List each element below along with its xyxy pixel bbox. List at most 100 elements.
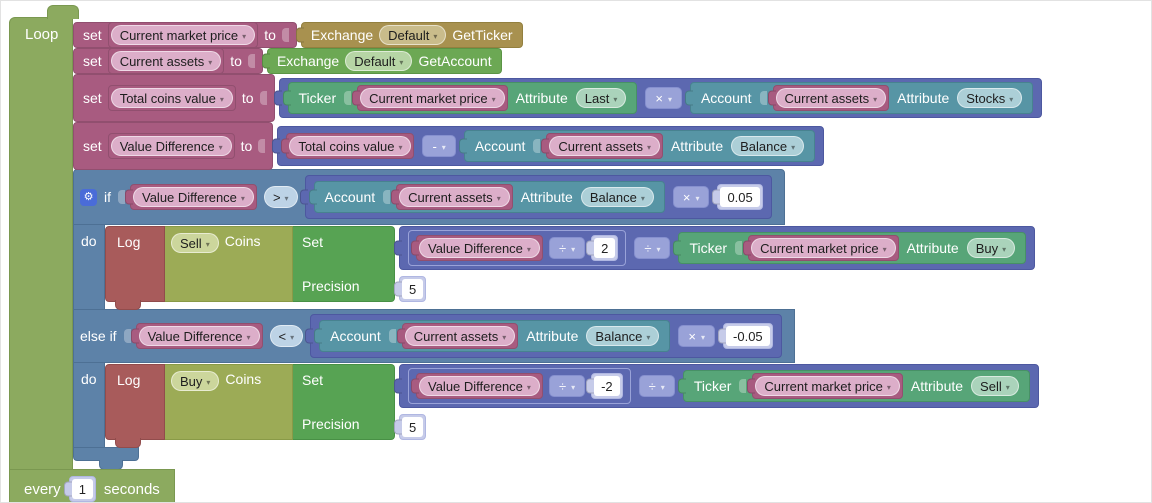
log-block[interactable]: Log — [105, 364, 165, 448]
attribute-dropdown[interactable]: Balance ▾ — [731, 136, 805, 156]
math-multiply-block[interactable]: Ticker Current market price ▾ Attribute — [278, 78, 1043, 118]
variable-block-assets[interactable]: Current assets ▾ — [401, 323, 519, 349]
math-subtract-block[interactable]: Total coins value ▾ - ▾ Account — [277, 126, 825, 166]
log-set-precision-block[interactable]: Set Precision — [293, 364, 395, 440]
variable-block-market-price[interactable]: Current market price ▾ — [748, 235, 899, 261]
math-multiply-block[interactable]: Account Current assets ▾ Attribute — [304, 175, 772, 219]
ticker-block[interactable]: Ticker Current market price ▾ — [678, 232, 1027, 264]
variable-dropdown[interactable]: Current assets ▾ — [399, 187, 510, 207]
attribute-dropdown[interactable]: Buy ▾ — [966, 238, 1016, 258]
number-value[interactable]: 0.05 — [720, 187, 760, 207]
exchange-dropdown[interactable]: Default ▾ — [345, 51, 413, 71]
operator-dropdown[interactable]: ÷ ▾ — [634, 237, 671, 259]
variable-block-total-value[interactable]: Total coins value ▾ — [107, 85, 236, 111]
nested-divide-block[interactable]: Value Difference ▾ ÷ ▾ — [408, 368, 631, 404]
loop-spine[interactable]: Loop — [9, 17, 73, 470]
math-divide-block[interactable]: Value Difference ▾ ÷ ▾ — [399, 364, 1039, 408]
number-field[interactable]: 2 — [591, 235, 619, 261]
log-statement[interactable]: Log Sell ▾ Coins S — [105, 224, 1036, 310]
attribute-dropdown[interactable]: Sell ▾ — [971, 376, 1019, 396]
operator-dropdown[interactable]: × ▾ — [672, 186, 710, 208]
math-divide-block[interactable]: Value Difference ▾ ÷ ▾ — [399, 226, 1036, 270]
variable-dropdown[interactable]: Current market price ▾ — [110, 25, 256, 45]
variable-dropdown[interactable]: Value Difference ▾ — [110, 136, 232, 156]
account-block[interactable]: Account Current assets ▾ Attribute — [313, 181, 665, 213]
math-multiply-block[interactable]: Account Current assets ▾ Attribute — [310, 314, 782, 358]
variable-block-assets[interactable]: Current assets ▾ — [546, 133, 663, 159]
exchange-getaccount-block[interactable]: Exchange Default ▾ GetAccount — [266, 48, 502, 74]
number-value[interactable]: 2 — [594, 238, 616, 258]
variable-block-total-value[interactable]: Total coins value ▾ — [286, 133, 415, 159]
variable-block-assets[interactable]: Current assets ▾ — [772, 85, 890, 111]
variable-block-market-price[interactable]: Current market price ▾ — [752, 373, 903, 399]
variable-dropdown[interactable]: Current market price ▾ — [755, 376, 900, 396]
operator-dropdown[interactable]: - ▾ — [422, 135, 456, 157]
number-field[interactable]: 0.05 — [717, 184, 763, 210]
variable-block-market-price[interactable]: Current market price ▾ — [107, 22, 259, 48]
ticker-block[interactable]: Ticker Current market price ▾ — [682, 370, 1030, 402]
set-block[interactable]: set Value Difference ▾ to — [73, 122, 274, 170]
variable-dropdown[interactable]: Current assets ▾ — [549, 136, 660, 156]
comparison-dropdown[interactable]: < ▾ — [269, 325, 304, 347]
loop-footer[interactable]: every 1 seconds — [9, 469, 175, 502]
variable-block-difference[interactable]: Value Difference ▾ — [130, 184, 257, 210]
variable-dropdown[interactable]: Current assets ▾ — [404, 326, 516, 346]
variable-dropdown[interactable]: Value Difference ▾ — [138, 326, 260, 346]
attribute-dropdown[interactable]: Last ▾ — [575, 88, 627, 108]
variable-dropdown[interactable]: Total coins value ▾ — [289, 136, 412, 156]
account-block[interactable]: Account Current assets ▾ Attribute — [319, 320, 671, 352]
log-coins-block[interactable]: Sell ▾ Coins — [165, 226, 293, 302]
variable-block-assets[interactable]: Current assets ▾ — [107, 48, 225, 74]
operator-dropdown[interactable]: × ▾ — [678, 325, 716, 347]
number-value[interactable]: 1 — [71, 479, 93, 499]
exchange-getticker-block[interactable]: Exchange Default ▾ GetTicker — [300, 22, 523, 48]
log-statement[interactable]: Log Buy ▾ Coins Se — [105, 362, 1039, 448]
ticker-block[interactable]: Ticker Current market price ▾ Attribute — [287, 82, 638, 114]
set-block[interactable]: set Current market price ▾ to — [73, 22, 297, 48]
precision-number-field[interactable]: 5 — [399, 414, 427, 440]
number-field[interactable]: -2 — [591, 373, 623, 399]
log-block[interactable]: Log — [105, 226, 165, 310]
attribute-dropdown[interactable]: Balance ▾ — [586, 326, 660, 346]
variable-block-difference[interactable]: Value Difference ▾ — [135, 323, 263, 349]
variable-block-assets[interactable]: Current assets ▾ — [396, 184, 513, 210]
number-value[interactable]: 5 — [402, 417, 424, 437]
operator-dropdown[interactable]: ÷ ▾ — [548, 237, 586, 259]
number-value[interactable]: -2 — [594, 376, 620, 396]
account-block[interactable]: Account Current assets ▾ Attribute Stock — [689, 82, 1034, 114]
gear-icon[interactable]: ⚙ — [80, 188, 97, 206]
variable-block-market-price[interactable]: Current market price ▾ — [357, 85, 508, 111]
elseif-header[interactable]: else if Value Difference ▾ < ▾ — [73, 309, 795, 363]
side-dropdown[interactable]: Sell ▾ — [171, 233, 219, 253]
exchange-dropdown[interactable]: Default ▾ — [379, 25, 447, 45]
set-block[interactable]: set Current assets ▾ to — [73, 48, 263, 74]
log-set-precision-block[interactable]: Set Precision — [293, 226, 395, 302]
log-coins-block[interactable]: Buy ▾ Coins — [165, 364, 293, 440]
variable-dropdown[interactable]: Value Difference ▾ — [133, 187, 254, 207]
operator-dropdown[interactable]: × ▾ — [645, 87, 682, 109]
comparison-dropdown[interactable]: > ▾ — [263, 186, 298, 208]
interval-number-field[interactable]: 1 — [68, 476, 96, 502]
loop-block[interactable]: Loop set Current market price ▾ to — [9, 5, 1043, 502]
variable-block-difference[interactable]: Value Difference ▾ — [416, 235, 543, 261]
nested-divide-block[interactable]: Value Difference ▾ ÷ ▾ — [408, 230, 627, 266]
if-header[interactable]: ⚙ if Value Difference ▾ > ▾ — [73, 169, 785, 225]
variable-dropdown[interactable]: Value Difference ▾ — [419, 376, 540, 396]
number-field[interactable]: -0.05 — [723, 323, 773, 349]
variable-dropdown[interactable]: Value Difference ▾ — [419, 238, 540, 258]
operator-dropdown[interactable]: ÷ ▾ — [548, 375, 586, 397]
if-block[interactable]: ⚙ if Value Difference ▾ > ▾ — [73, 169, 1039, 470]
set-block[interactable]: set Total coins value ▾ to — [73, 74, 275, 122]
side-dropdown[interactable]: Buy ▾ — [171, 371, 220, 391]
account-block[interactable]: Account Current assets ▾ Attribute Balan — [463, 130, 816, 162]
attribute-dropdown[interactable]: Balance ▾ — [580, 187, 654, 207]
number-value[interactable]: -0.05 — [726, 326, 770, 346]
variable-dropdown[interactable]: Current assets ▾ — [775, 88, 887, 108]
number-value[interactable]: 5 — [402, 279, 424, 299]
variable-dropdown[interactable]: Current market price ▾ — [751, 238, 896, 258]
attribute-dropdown[interactable]: Stocks ▾ — [957, 88, 1023, 108]
variable-block-difference[interactable]: Value Difference ▾ — [107, 133, 235, 159]
variable-dropdown[interactable]: Current assets ▾ — [110, 51, 222, 71]
variable-dropdown[interactable]: Total coins value ▾ — [110, 88, 233, 108]
precision-number-field[interactable]: 5 — [399, 276, 427, 302]
